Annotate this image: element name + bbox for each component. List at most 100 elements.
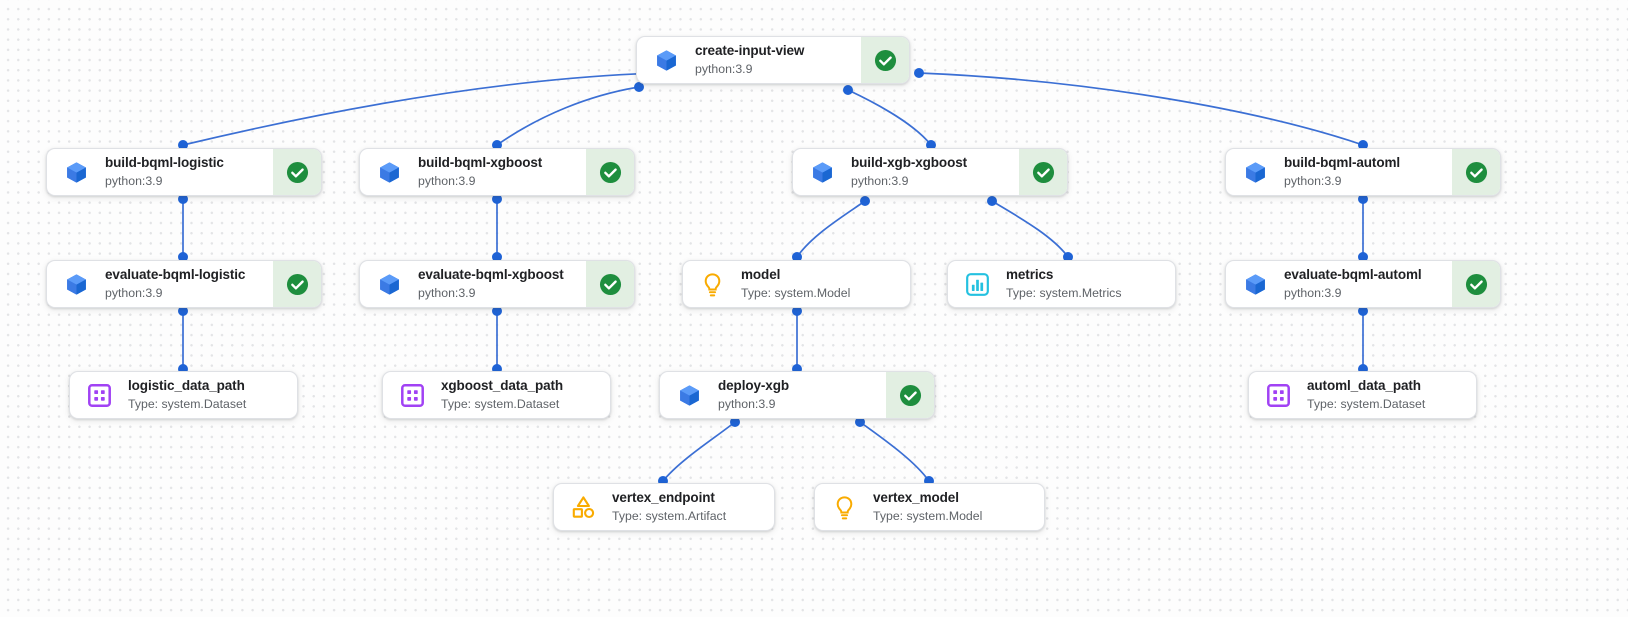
dag-node-evaluate-bqml-xgboost[interactable]: evaluate-bqml-xgboost python:3.9 — [359, 260, 635, 308]
node-subtitle: python:3.9 — [718, 396, 776, 411]
edge-deploy-xgb-to-vertex_model — [859, 421, 930, 482]
node-title: evaluate-bqml-xgboost — [418, 267, 564, 283]
dataset-icon — [1265, 382, 1291, 408]
node-title: logistic_data_path — [128, 378, 245, 394]
node-text: evaluate-bqml-xgboost python:3.9 — [418, 267, 564, 300]
status-badge — [586, 149, 634, 195]
node-subtitle: python:3.9 — [1284, 285, 1342, 300]
dag-node-build-bqml-automl[interactable]: build-bqml-automl python:3.9 — [1225, 148, 1501, 196]
bulb-icon — [831, 494, 857, 520]
status-success-icon — [874, 49, 896, 71]
edge-create-input-view-to-build-bqml-logistic — [182, 72, 661, 146]
node-title: model — [741, 267, 781, 283]
status-badge — [273, 149, 321, 195]
status-success-icon — [286, 273, 308, 295]
node-subtitle: python:3.9 — [418, 285, 476, 300]
node-body[interactable]: build-xgb-xgboost python:3.9 — [793, 149, 1019, 195]
node-body[interactable]: deploy-xgb python:3.9 — [660, 372, 886, 418]
cube-icon — [676, 382, 702, 408]
artifact-icon — [570, 494, 596, 520]
node-subtitle: Type: system.Dataset — [441, 396, 560, 411]
node-subtitle: python:3.9 — [418, 173, 476, 188]
lightbulb-icon — [704, 272, 720, 296]
node-title: evaluate-bqml-logistic — [105, 267, 246, 283]
status-badge — [1452, 261, 1500, 307]
edge-deploy-xgb-to-vertex_endpoint — [662, 421, 736, 482]
cube-icon — [1242, 159, 1268, 185]
node-text: deploy-xgb python:3.9 — [718, 378, 789, 411]
status-success-icon — [1465, 161, 1487, 183]
node-title: xgboost_data_path — [441, 378, 564, 394]
node-title: automl_data_path — [1307, 378, 1421, 394]
cube-icon — [379, 161, 399, 183]
node-body[interactable]: evaluate-bqml-xgboost python:3.9 — [360, 261, 586, 307]
lightbulb-icon — [836, 495, 852, 519]
dataset-icon — [1266, 383, 1290, 407]
status-badge — [273, 261, 321, 307]
status-success-icon — [1032, 161, 1054, 183]
dataset-icon — [86, 382, 112, 408]
node-title: vertex_endpoint — [612, 490, 715, 506]
cube-icon — [656, 49, 676, 71]
edge-connector-dot — [843, 85, 853, 95]
status-badge — [586, 261, 634, 307]
node-subtitle: Type: system.Dataset — [128, 396, 247, 411]
dataset-icon — [87, 383, 111, 407]
cube-icon — [679, 384, 699, 406]
status-success-icon — [1465, 273, 1487, 295]
node-body[interactable]: build-bqml-automl python:3.9 — [1226, 149, 1452, 195]
node-title: build-bqml-automl — [1284, 155, 1401, 171]
cube-icon — [63, 271, 89, 297]
cube-icon — [653, 47, 679, 73]
node-title: deploy-xgb — [718, 378, 790, 394]
bar-chart-icon — [965, 272, 989, 296]
status-badge — [861, 37, 909, 83]
edge-create-input-view-to-build-xgb-xgboost — [847, 89, 932, 146]
node-title: vertex_model — [873, 490, 959, 506]
cube-icon — [66, 273, 86, 295]
node-subtitle: python:3.9 — [1284, 173, 1342, 188]
node-subtitle: python:3.9 — [851, 173, 909, 188]
dag-node-deploy-xgb[interactable]: deploy-xgb python:3.9 — [659, 371, 935, 419]
node-subtitle: python:3.9 — [105, 173, 163, 188]
cube-icon — [376, 271, 402, 297]
edge-connector-dot — [860, 196, 870, 206]
dag-node-build-xgb-xgboost[interactable]: build-xgb-xgboost python:3.9 — [792, 148, 1068, 196]
chart-icon — [964, 271, 990, 297]
cube-icon — [809, 159, 835, 185]
node-title: build-xgb-xgboost — [851, 155, 968, 171]
